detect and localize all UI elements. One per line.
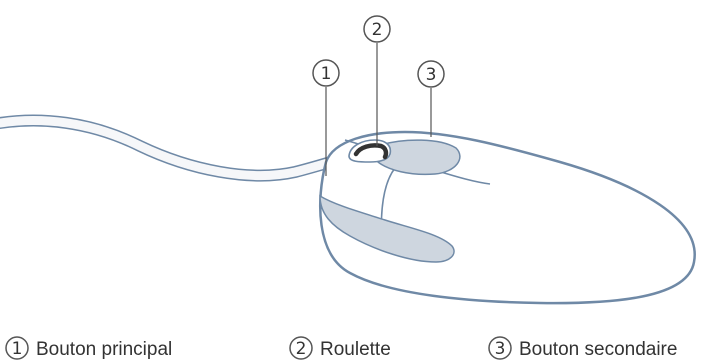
cable — [0, 121, 345, 176]
svg-text:1: 1 — [12, 339, 23, 359]
svg-text:3: 3 — [426, 65, 437, 85]
svg-text:3: 3 — [495, 339, 506, 359]
callout-badge-3: 3 — [418, 61, 444, 87]
legend-label-secondary-button: Bouton secondaire — [519, 339, 677, 360]
legend-item-2: 2 Roulette — [290, 337, 391, 360]
svg-text:1: 1 — [321, 64, 332, 84]
legend-item-1: 1 Bouton principal — [6, 337, 172, 360]
legend-item-3: 3 Bouton secondaire — [489, 337, 677, 360]
svg-text:2: 2 — [372, 20, 383, 40]
legend-label-primary-button: Bouton principal — [36, 339, 172, 360]
legend-label-wheel: Roulette — [320, 339, 391, 360]
legend: 1 Bouton principal 2 Roulette 3 Bouton s… — [6, 337, 677, 360]
callout-badge-1: 1 — [313, 60, 339, 86]
svg-text:2: 2 — [296, 339, 307, 359]
callout-badge-2: 2 — [364, 16, 390, 42]
